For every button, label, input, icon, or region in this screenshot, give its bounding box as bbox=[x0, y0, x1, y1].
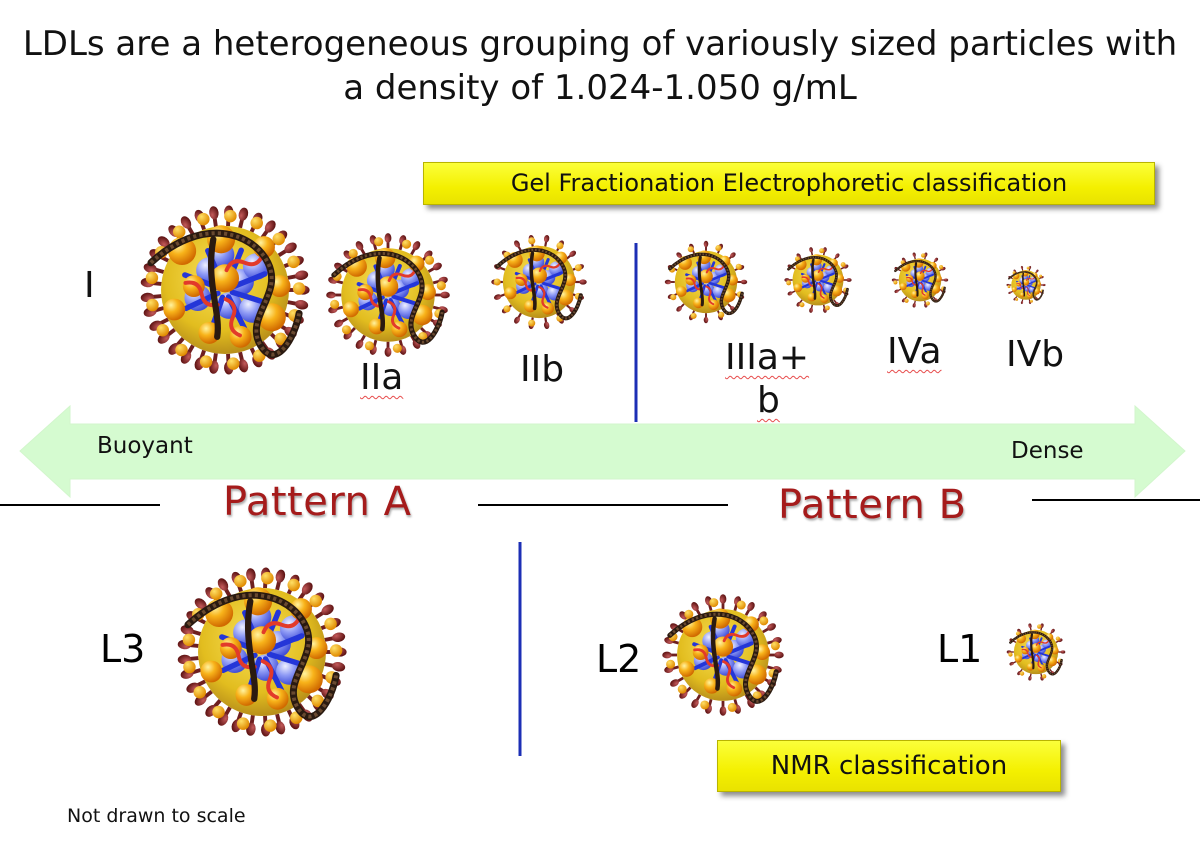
particle-iia bbox=[326, 233, 450, 357]
particle-iva bbox=[891, 252, 949, 308]
footnote: Not drawn to scale bbox=[67, 805, 246, 827]
particle-iiiab-2 bbox=[784, 247, 852, 313]
pattern-b-label: Pattern B bbox=[778, 482, 967, 528]
particle-iiiab-1 bbox=[664, 240, 748, 324]
nmr-label-l3: L3 bbox=[100, 627, 146, 671]
nmr-classification-box: NMR classification bbox=[717, 740, 1061, 792]
particle-iib bbox=[491, 234, 587, 330]
class-label-i: I bbox=[84, 265, 95, 306]
class-label-iiiab-line2: b bbox=[757, 380, 780, 421]
class-label-iva: IVa bbox=[887, 331, 942, 372]
density-arrow bbox=[19, 404, 1186, 499]
page-title: LDLs are a heterogeneous grouping of var… bbox=[0, 22, 1200, 110]
gel-classification-box: Gel Fractionation Electrophoretic classi… bbox=[423, 162, 1155, 205]
class-label-iib: IIb bbox=[520, 349, 565, 390]
arrow-label-buoyant: Buoyant bbox=[97, 433, 193, 459]
class-label-iia: IIa bbox=[360, 357, 404, 398]
title-line-1: LDLs are a heterogeneous grouping of var… bbox=[22, 24, 1178, 64]
title-line-2: a density of 1.024-1.050 g/mL bbox=[343, 68, 857, 108]
class-label-ivb: IVb bbox=[1006, 334, 1065, 375]
class-label-iiiab-line1: IIIa+ bbox=[725, 337, 810, 378]
arrow-label-dense: Dense bbox=[1011, 438, 1084, 464]
pattern-a-label: Pattern A bbox=[223, 479, 412, 525]
nmr-label-l2: L2 bbox=[596, 637, 642, 681]
particle-l3 bbox=[177, 567, 347, 737]
nmr-label-l1: L1 bbox=[937, 627, 983, 671]
particle-l1 bbox=[1006, 623, 1066, 681]
particle-ivb bbox=[1006, 265, 1046, 305]
particle-l2 bbox=[662, 594, 784, 716]
particle-i bbox=[140, 205, 310, 375]
